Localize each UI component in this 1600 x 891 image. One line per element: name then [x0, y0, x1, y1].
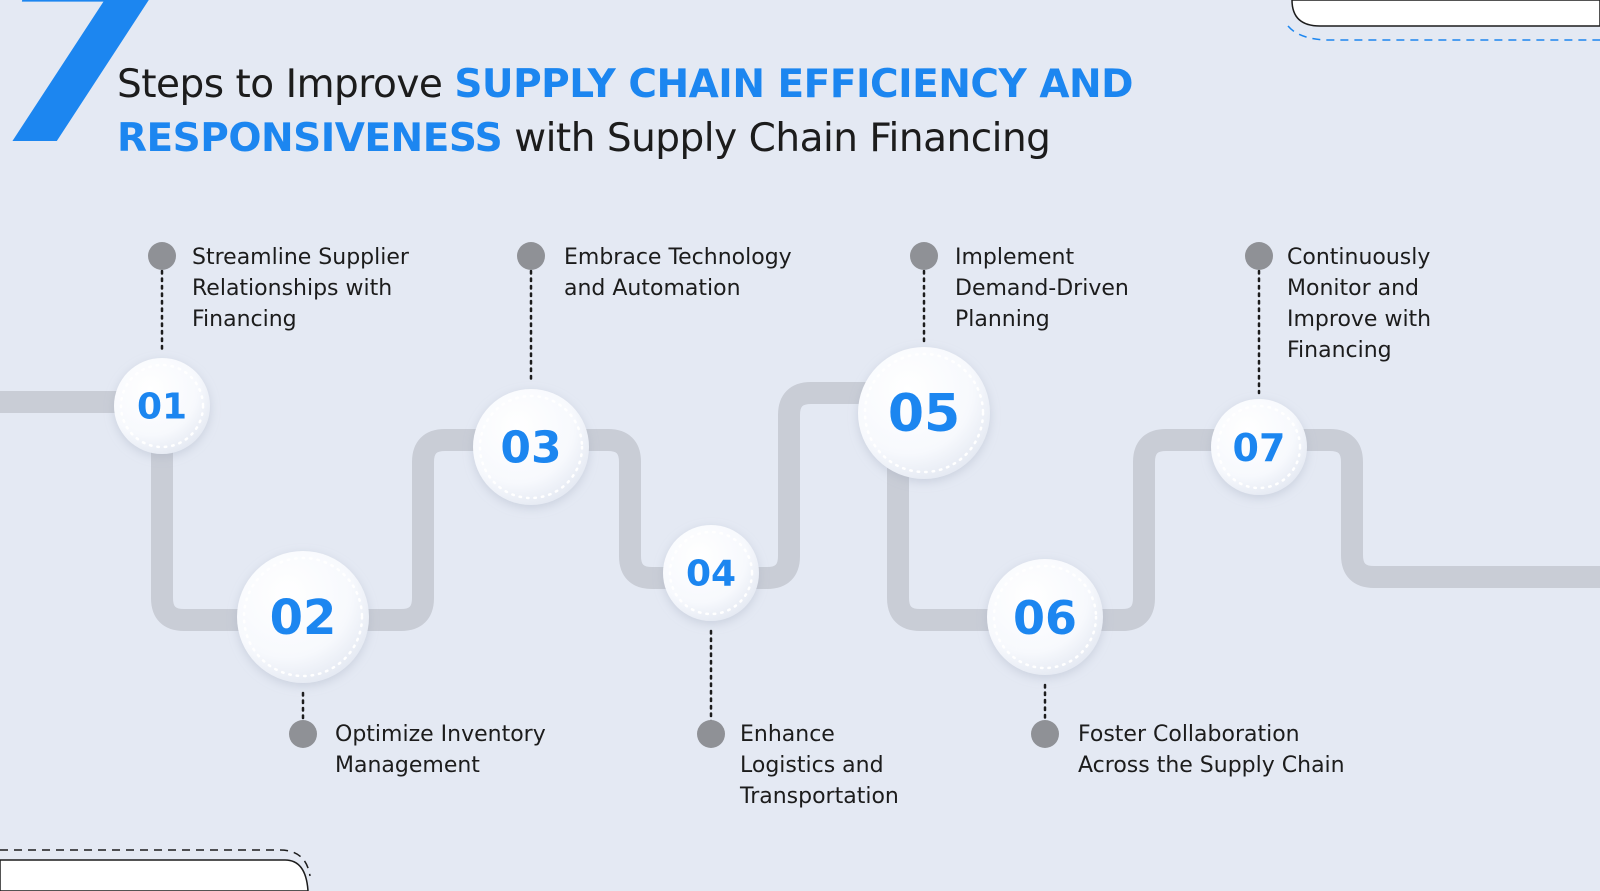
step-circle-ring-06: [992, 564, 1098, 670]
step-number-04: 04: [686, 554, 736, 595]
step-number-06: 06: [1013, 591, 1077, 645]
step-number-07: 07: [1233, 426, 1286, 470]
marker-dot-06: [1031, 720, 1059, 748]
step-text-04: Enhance Logistics and Transportation: [740, 722, 899, 809]
corner-card-top-right: [1291, 0, 1600, 27]
step-text-06: Foster Collaboration Across the Supply C…: [1078, 722, 1345, 778]
step-circle-ring-01: [119, 363, 205, 449]
step-circles: 01 02 03 04 05 06 07: [114, 347, 1307, 683]
marker-dot-05: [910, 242, 938, 270]
step-number-05: 05: [888, 384, 960, 444]
page-title: Steps to Improve SUPPLY CHAIN EFFICIENCY…: [117, 58, 1134, 166]
title-part1: Steps to Improve: [117, 62, 443, 107]
corner-dashed-bottom-left: [0, 849, 311, 877]
step-circle-ring-02: [242, 556, 364, 678]
step-circle-05: [858, 347, 990, 479]
step-circle-03: [473, 389, 589, 505]
step-circle-04: [663, 525, 759, 621]
step-text-03: Embrace Technology and Automation: [564, 245, 792, 301]
step-circle-ring-03: [478, 394, 584, 500]
step-text-05: Implement Demand-Driven Planning: [955, 245, 1129, 332]
title-highlight-line1: SUPPLY CHAIN EFFICIENCY AND: [454, 62, 1134, 107]
step-circle-07: [1211, 399, 1307, 495]
marker-dot-07: [1245, 242, 1273, 270]
step-text-01: Streamline Supplier Relationships with F…: [192, 245, 409, 332]
step-circle-01: [114, 358, 210, 454]
title-part2: with Supply Chain Financing: [514, 116, 1051, 161]
title-highlight-line2: RESPONSIVENESS: [117, 116, 503, 161]
step-number-01: 01: [137, 387, 187, 428]
step-circle-ring-07: [1216, 404, 1302, 490]
marker-dot-01: [148, 242, 176, 270]
marker-dot-02: [289, 720, 317, 748]
step-circle-06: [987, 559, 1103, 675]
step-text-02: Optimize Inventory Management: [335, 722, 546, 778]
corner-dashed-top-right: [1287, 25, 1600, 41]
step-circle-02: [237, 551, 369, 683]
markers: [148, 242, 1273, 748]
step-number-03: 03: [500, 423, 561, 474]
marker-dot-03: [517, 242, 545, 270]
corner-card-bottom-left: [0, 859, 309, 891]
step-circle-ring-05: [863, 352, 985, 474]
step-circle-ring-04: [668, 530, 754, 616]
big-number-seven: 7: [0, 0, 159, 197]
connecting-path: [0, 382, 1600, 631]
step-text-07: Continuously Monitor and Improve with Fi…: [1287, 245, 1432, 363]
step-number-02: 02: [270, 590, 337, 646]
marker-dot-04: [697, 720, 725, 748]
connectors: [160, 254, 1261, 736]
